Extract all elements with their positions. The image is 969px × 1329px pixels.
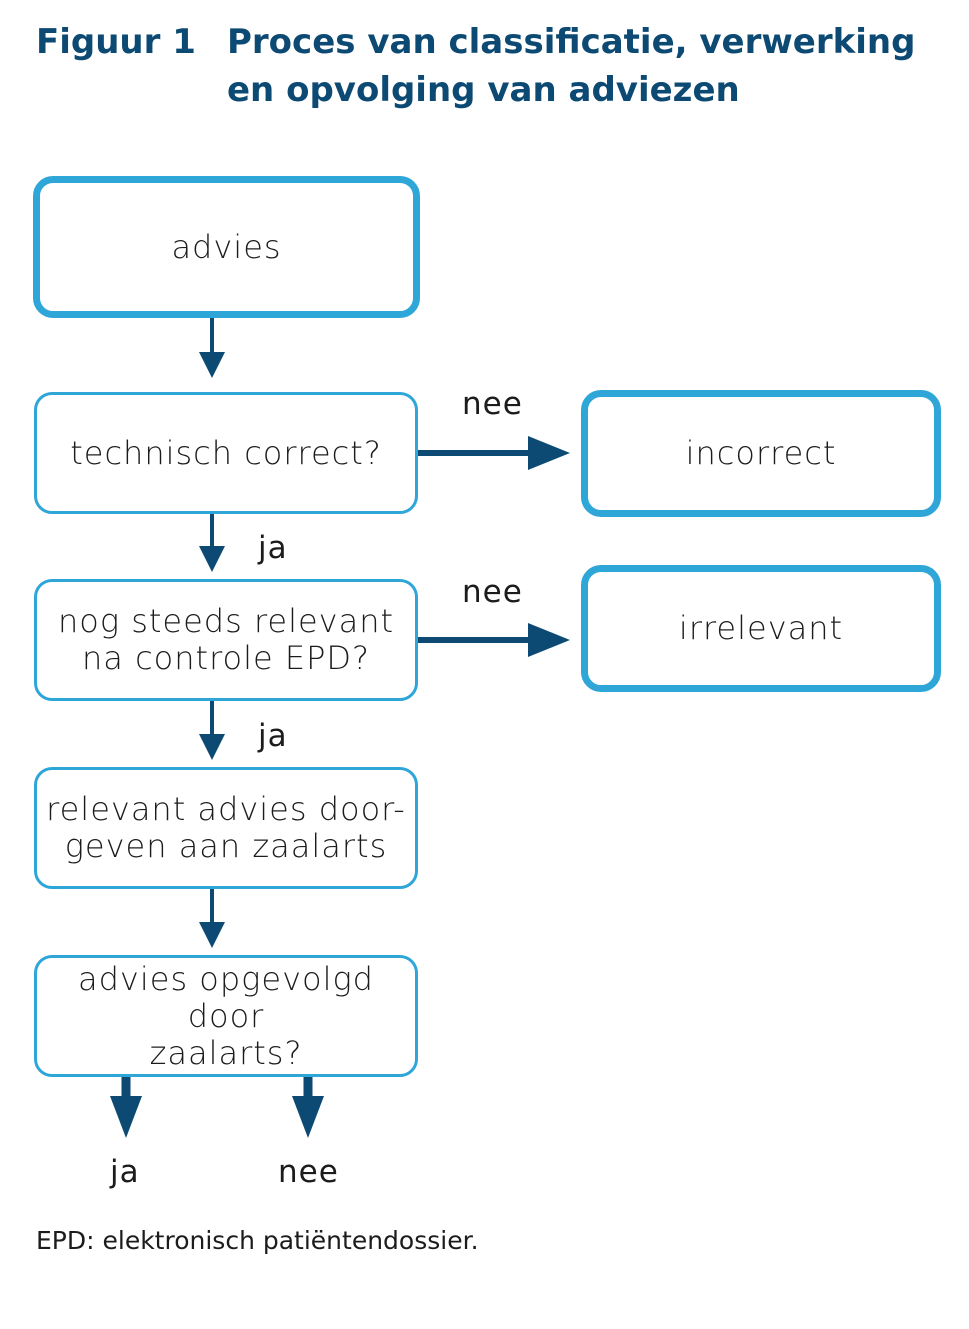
box-advies-opgevolgd-line1: advies opgevolgd door: [78, 959, 374, 1035]
figure-label: Figuur 1: [36, 22, 196, 62]
box-advies-doorgeven-line2: geven aan zaalarts: [64, 827, 388, 865]
box-incorrect-text: incorrect: [685, 434, 837, 472]
box-irrelevant: irrelevant: [581, 565, 941, 692]
box-advies-doorgeven-line1: relevant advies door-: [46, 790, 406, 828]
box-nog-steeds-relevant: nog steeds relevant na controle EPD?: [34, 579, 418, 701]
box-technisch-correct-text: technisch correct?: [70, 433, 382, 472]
label-nee-relevant: nee: [462, 574, 523, 610]
box-advies-opgevolgd-line2: zaalarts?: [149, 1033, 303, 1072]
box-advies-opgevolgd: advies opgevolgd door zaalarts?: [34, 955, 418, 1077]
box-irrelevant-text: irrelevant: [678, 609, 844, 647]
footnote: EPD: elektronisch patiëntendossier.: [36, 1226, 479, 1255]
arrow-technisch-to-incorrect: [418, 436, 570, 470]
arrow-final-nee: [292, 1077, 324, 1138]
arrow-advies-to-technisch: [199, 318, 225, 378]
box-advies: advies: [33, 176, 420, 318]
figure-title: Proces van classificatie, verwerking en …: [227, 22, 916, 110]
box-nog-steeds-relevant-line2: na controle EPD?: [82, 639, 370, 677]
arrow-doorgeven-to-opgevolgd: [199, 889, 225, 948]
box-advies-text: advies: [171, 227, 282, 266]
box-incorrect: incorrect: [581, 390, 941, 517]
arrow-relevant-to-doorgeven: [199, 701, 225, 760]
arrow-final-ja: [110, 1077, 142, 1138]
arrow-relevant-to-irrelevant: [418, 623, 570, 657]
label-ja-relevant: ja: [258, 718, 288, 754]
label-ja-technisch: ja: [258, 530, 288, 566]
label-nee-technisch: nee: [462, 386, 523, 422]
box-nog-steeds-relevant-line1: nog steeds relevant: [57, 602, 395, 640]
arrow-technisch-to-relevant: [199, 513, 225, 572]
label-nee-final: nee: [278, 1154, 339, 1190]
label-ja-final: ja: [110, 1154, 140, 1190]
box-advies-doorgeven: relevant advies door- geven aan zaalarts: [34, 767, 418, 889]
box-technisch-correct: technisch correct?: [34, 392, 418, 514]
